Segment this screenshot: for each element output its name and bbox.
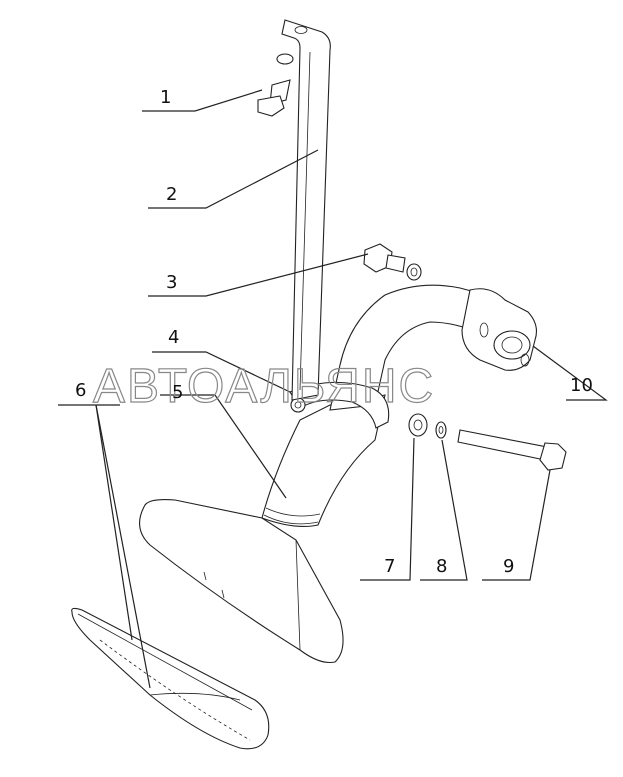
small-bolt-part: [257, 53, 294, 117]
callout-1: 1: [160, 87, 171, 108]
long-bracket-part: [281, 19, 331, 401]
washer-nut-bolt-parts: [408, 413, 567, 471]
leader-lines: [58, 89, 608, 689]
callout-7: 7: [384, 556, 395, 577]
callout-6: 6: [75, 380, 86, 401]
disc-screen-part: [71, 607, 270, 750]
watermark-text: АВТОАЛЬЯНС: [93, 360, 435, 413]
callout-5: 5: [172, 382, 183, 403]
callout-2: 2: [166, 184, 177, 205]
outlet-flange-part: [461, 288, 537, 371]
callout-4: 4: [168, 327, 179, 348]
callout-10: 10: [570, 375, 593, 396]
callout-9: 9: [503, 556, 514, 577]
intake-funnel-part: [139, 284, 491, 664]
callout-3: 3: [166, 272, 177, 293]
callout-8: 8: [436, 556, 447, 577]
bolt-with-washer-part: [363, 243, 422, 281]
